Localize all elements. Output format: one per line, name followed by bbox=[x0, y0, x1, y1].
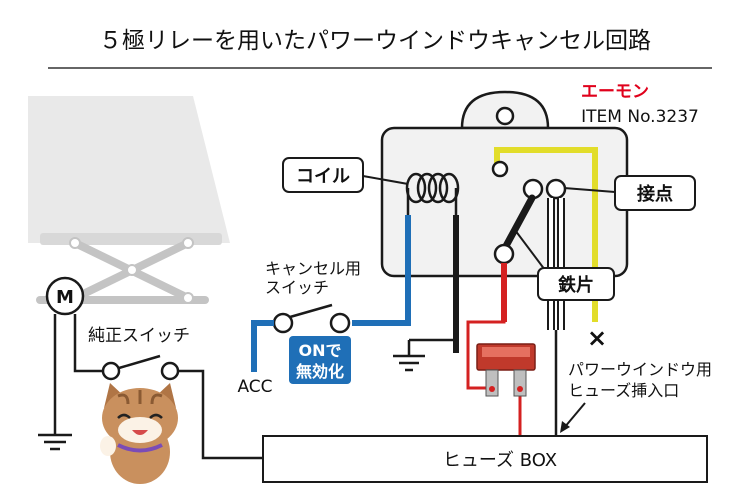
contact-terminal-1 bbox=[491, 160, 509, 178]
fuse-insert-label-line2: ヒューズ挿入口 bbox=[568, 381, 679, 400]
contact-label: 接点 bbox=[637, 183, 673, 205]
motor-label: M bbox=[56, 287, 74, 308]
fuse-insert-arrow bbox=[563, 402, 586, 429]
cancel-switch-terminal-left bbox=[272, 312, 294, 334]
brand-name: エーモン bbox=[581, 82, 649, 102]
fuse-insert-label-line1: パワーウインドウ用 bbox=[568, 360, 712, 379]
blade-fuse-icon bbox=[476, 343, 536, 397]
cat-mascot-icon bbox=[100, 383, 178, 484]
yellow-wire bbox=[494, 147, 598, 322]
relay-coil bbox=[405, 172, 460, 215]
cancel-switch-label-line2: スイッチ bbox=[265, 278, 329, 297]
fuse-box-label: ヒューズ BOX bbox=[443, 450, 557, 471]
stock-switch-terminal-right bbox=[160, 361, 180, 381]
on-badge-line2: 無効化 bbox=[296, 362, 344, 381]
white-wire bbox=[547, 198, 565, 330]
cross-mark: × bbox=[587, 324, 607, 352]
ground-symbol-icon bbox=[38, 433, 72, 451]
armature-pivot bbox=[493, 243, 515, 265]
contact-callout: 接点 bbox=[563, 175, 696, 211]
on-disable-badge: ONで 無効化 bbox=[289, 336, 351, 384]
switch-fusebox-wire bbox=[178, 369, 263, 460]
window-regulator-icon bbox=[28, 96, 230, 304]
cancel-switch-terminal-right bbox=[329, 312, 351, 334]
acc-label: ACC bbox=[237, 377, 272, 397]
acc-blue-wire bbox=[251, 320, 274, 372]
on-badge-line1: ONで bbox=[299, 341, 342, 360]
coil-label: コイル bbox=[296, 166, 350, 187]
cancel-switch-label-line1: キャンセル用 bbox=[265, 259, 361, 278]
stock-switch-label: 純正スイッチ bbox=[88, 326, 190, 346]
relay-ground-icon bbox=[393, 354, 425, 372]
fuse-box bbox=[262, 435, 708, 483]
stock-switch-terminal-left bbox=[101, 361, 121, 381]
cancel-switch-blade bbox=[289, 303, 333, 319]
page-title: ５極リレーを用いたパワーウインドウキャンセル回路 bbox=[99, 28, 651, 54]
contact-terminal-3 bbox=[545, 178, 567, 200]
iron-piece-callout: 鉄片 bbox=[514, 229, 615, 301]
iron-piece-label: 鉄片 bbox=[558, 274, 594, 296]
item-number: ITEM No.3237 bbox=[581, 107, 699, 127]
armature-blade bbox=[502, 194, 536, 250]
fuse-insert-arrowhead bbox=[560, 421, 570, 433]
motor-switch-wire bbox=[73, 314, 103, 373]
motor-symbol: M bbox=[45, 276, 85, 316]
stock-switch-blade bbox=[118, 354, 161, 370]
coil-callout: コイル bbox=[282, 157, 409, 193]
blue-coil-wire bbox=[352, 215, 411, 326]
